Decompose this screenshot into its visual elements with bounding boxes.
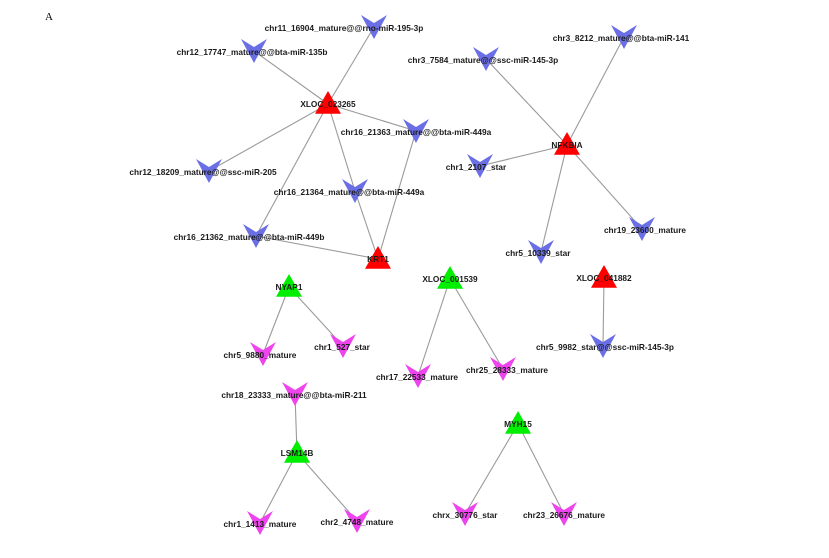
edge-NFKBIA-chr5_10339 [540,144,568,253]
node-label-chr19_23600: chr19_23600_mature [604,225,686,235]
node-chr2_4748[interactable] [344,509,370,533]
node-layer [196,15,655,535]
node-chr3_8212[interactable] [611,25,637,49]
edge-XLOC_023265-chr16_21362 [255,103,329,237]
node-chr1_2107[interactable] [467,154,493,178]
node-label-chr17_22533: chr17_22533_mature [376,372,458,382]
node-chr23_26676[interactable] [551,502,577,526]
edge-XLOC_001539-chr17_22533 [417,278,451,377]
node-label-chr25_28333: chr25_28333_mature [466,365,548,375]
node-label-chr5_9880: chr5_9880_mature [224,350,297,360]
node-KRT1[interactable] [365,246,391,269]
node-chr5_9880[interactable] [250,342,276,366]
edge-NFKBIA-chr19_23600 [566,144,643,230]
node-label-chr16_21363: chr16_21363_mature@@bta-miR-449a [341,127,492,137]
node-XLOC_023265[interactable] [315,91,341,114]
edge-LSM14B-chr1_1413 [259,452,298,524]
edge-KRT1-chr16_21362 [255,235,379,260]
edge-XLOC_041882-chr5_9982 [602,277,605,347]
node-chr1_527[interactable] [330,334,356,358]
node-label-chr2_4748: chr2_4748_mature [321,517,394,527]
node-XLOC_001539[interactable] [437,266,463,289]
edge-NFKBIA-chr1_2107 [479,144,568,167]
node-label-chr23_26676: chr23_26676_mature [523,510,605,520]
node-NYAP1[interactable] [276,274,302,297]
node-MYH15[interactable] [505,411,531,434]
node-chr19_23600[interactable] [629,217,655,241]
edge-KRT1-chr16_21363 [377,130,417,260]
node-chr12_17747[interactable] [241,39,267,63]
edge-LSM14B-chr2_4748 [296,452,358,522]
node-label-MYH15: MYH15 [504,419,532,429]
edge-XLOC_023265-chr16_21364 [327,103,356,192]
node-label-XLOC_041882: XLOC_041882 [576,273,632,283]
edge-NYAP1-chr5_9880 [262,286,290,355]
edge-XLOC_023265-chr16_21363 [327,103,417,132]
node-chr17_22533[interactable] [405,364,431,388]
node-chr25_28333[interactable] [490,357,516,381]
node-label-chr1_1413: chr1_1413_mature [224,519,297,529]
node-chr3_7584[interactable] [473,47,499,71]
node-label-chr11_16904: chr11_16904_mature@@rno-miR-195-3p [265,23,424,33]
node-chr5_9982[interactable] [590,334,616,358]
node-chr5_10339[interactable] [528,240,554,264]
node-chr12_18209[interactable] [196,159,222,183]
edge-XLOC_023265-chr12_17747 [253,50,329,105]
node-chr1_1413[interactable] [247,511,273,535]
node-chr16_21363[interactable] [403,119,429,143]
node-label-LSM14B: LSM14B [281,448,314,458]
edge-XLOC_023265-chr12_18209 [208,103,329,172]
node-label-chr5_10339: chr5_10339_star [505,248,571,258]
edge-NFKBIA-chr3_8212 [566,36,625,146]
node-chr18_23333[interactable] [282,382,308,406]
node-label-chr12_18209: chr12_18209_mature@@ssc-miR-205 [129,167,277,177]
node-label-chr12_17747: chr12_17747_mature@@bta-miR-135b [177,47,328,57]
node-LSM14B[interactable] [284,440,310,463]
node-label-XLOC_001539: XLOC_001539 [422,274,478,284]
node-label-chr5_9982: chr5_9982_star@@ssc-miR-145-3p [536,342,674,352]
node-chr16_21364[interactable] [342,179,368,203]
node-label-chr16_21364: chr16_21364_mature@@bta-miR-449a [274,187,425,197]
node-label-chrx_30776: chrx_30776_star [432,510,498,520]
node-label-chr18_23333: chr18_23333_mature@@bta-miR-211 [221,390,367,400]
node-label-chr1_2107: chr1_2107_star [446,162,507,172]
node-label-chr1_527: chr1_527_star [314,342,371,352]
node-label-chr3_7584: chr3_7584_mature@@ssc-miR-145-3p [408,55,558,65]
edge-NYAP1-chr1_527 [288,286,344,347]
node-NFKBIA[interactable] [554,132,580,155]
edge-layer [208,26,643,524]
edge-XLOC_001539-chr25_28333 [449,278,504,370]
edge-MYH15-chrx_30776 [464,423,519,515]
node-label-KRT1: KRT1 [367,254,389,264]
edge-KRT1-chr16_21364 [354,190,379,260]
edge-XLOC_023265-chr11_16904 [327,26,375,105]
node-label-XLOC_023265: XLOC_023265 [300,99,356,109]
panel-label: A [45,11,53,23]
node-label-NFKBIA: NFKBIA [551,140,582,150]
node-XLOC_041882[interactable] [591,265,617,288]
node-chr16_21362[interactable] [243,224,269,248]
edge-MYH15-chr23_26676 [517,423,565,515]
node-chrx_30776[interactable] [452,502,478,526]
node-label-NYAP1: NYAP1 [276,282,303,292]
edge-NFKBIA-chr3_7584 [485,58,568,146]
node-label-chr16_21362: chr16_21362_mature@@bta-miR-449b [174,232,325,242]
node-chr11_16904[interactable] [361,15,387,39]
node-label-chr3_8212: chr3_8212_mature@@bta-miR-141 [553,33,690,43]
